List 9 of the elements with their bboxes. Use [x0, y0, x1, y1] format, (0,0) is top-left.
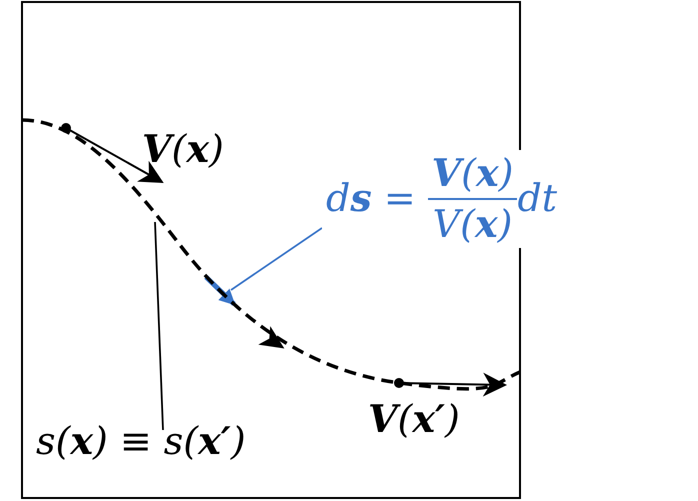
equation-text: s(x) ≡ s(x′) [36, 420, 246, 463]
leader-line [230, 227, 322, 291]
leader-line [154, 222, 164, 430]
equation-text: ds = [326, 177, 416, 220]
vector-label: V(x′) [368, 398, 460, 441]
vector-label: V(x) [142, 128, 224, 171]
fraction-numerator: V(x) [430, 152, 514, 195]
equation-text: dt [517, 178, 558, 220]
fraction-denominator: V(x) [432, 202, 514, 246]
